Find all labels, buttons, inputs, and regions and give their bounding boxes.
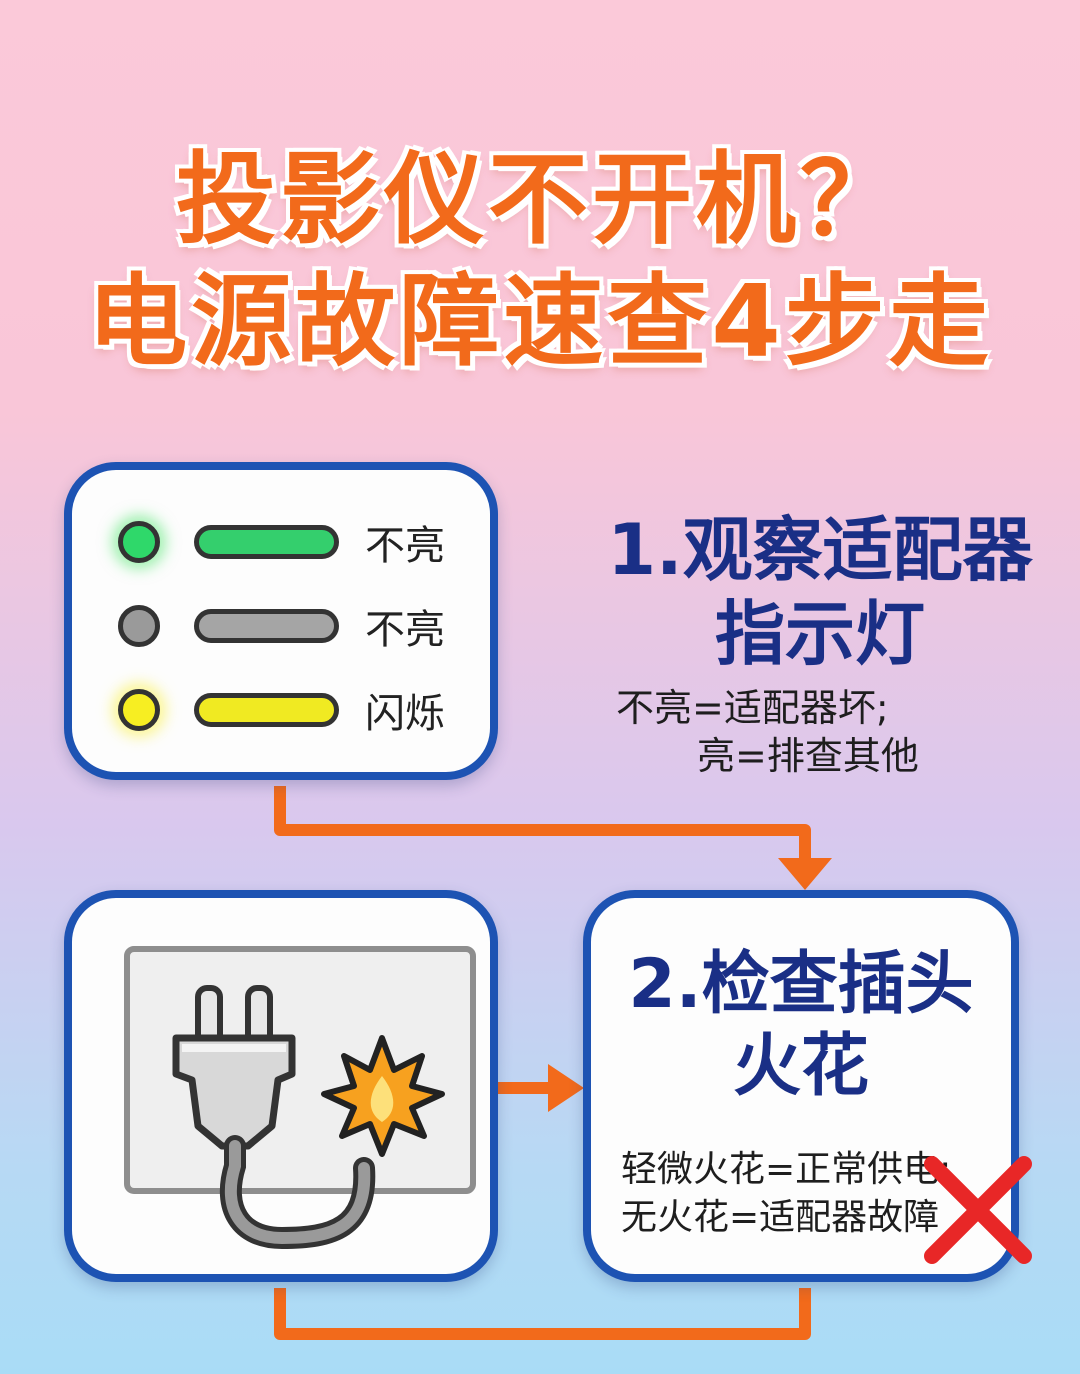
arrow-icon <box>548 1064 584 1112</box>
step1-title-line1: 1.观察适配器 <box>607 509 1033 591</box>
step1-desc-line2: 亮=排查其他 <box>697 734 919 778</box>
indicator-label: 闪烁 <box>365 691 445 737</box>
step1-title-line2: 指示灯 <box>715 593 925 675</box>
cross-icon <box>924 1156 1032 1264</box>
step2-title-line2: 火花 <box>732 1027 869 1106</box>
step2-desc-line2: 无火花=适配器故障 <box>621 1197 940 1238</box>
page-title-line2: 电源故障速查4步走 <box>87 263 993 380</box>
green-light-icon <box>118 521 160 563</box>
step1-desc-line1: 不亮=适配器坏; <box>616 686 889 730</box>
gray-light-icon <box>118 605 160 647</box>
green-bar <box>194 525 339 559</box>
arrow-icon <box>778 858 832 890</box>
indicator-row-gray: 不亮 <box>118 598 445 654</box>
yellow-bar <box>194 693 339 727</box>
indicator-label: 不亮 <box>365 607 445 653</box>
gray-bar <box>194 609 339 643</box>
step2-title-line1: 2.检查插头 <box>628 945 974 1024</box>
step2-title: 2.检查插头 火花 <box>591 944 1011 1108</box>
indicator-label: 不亮 <box>365 523 445 569</box>
indicator-row-green: 不亮 <box>118 514 445 570</box>
page-title-line1: 投影仪不开机？ <box>176 141 904 258</box>
indicator-light-card: 不亮 不亮 闪烁 <box>64 462 498 780</box>
spark-icon <box>321 1035 445 1157</box>
yellow-light-icon <box>118 689 160 731</box>
step2-card: 2.检查插头 火花 轻微火花=正常供电; 无火花=适配器故障 <box>583 890 1019 1282</box>
plug-illustration-card <box>64 890 498 1282</box>
indicator-row-yellow: 闪烁 <box>118 682 445 738</box>
step2-desc: 轻微火花=正常供电; 无火花=适配器故障 <box>621 1146 951 1242</box>
plug-icon <box>172 985 376 1250</box>
step2-desc-line1: 轻微火花=正常供电; <box>621 1149 952 1190</box>
step1-title: 1.观察适配器 指示灯 <box>560 508 1080 676</box>
